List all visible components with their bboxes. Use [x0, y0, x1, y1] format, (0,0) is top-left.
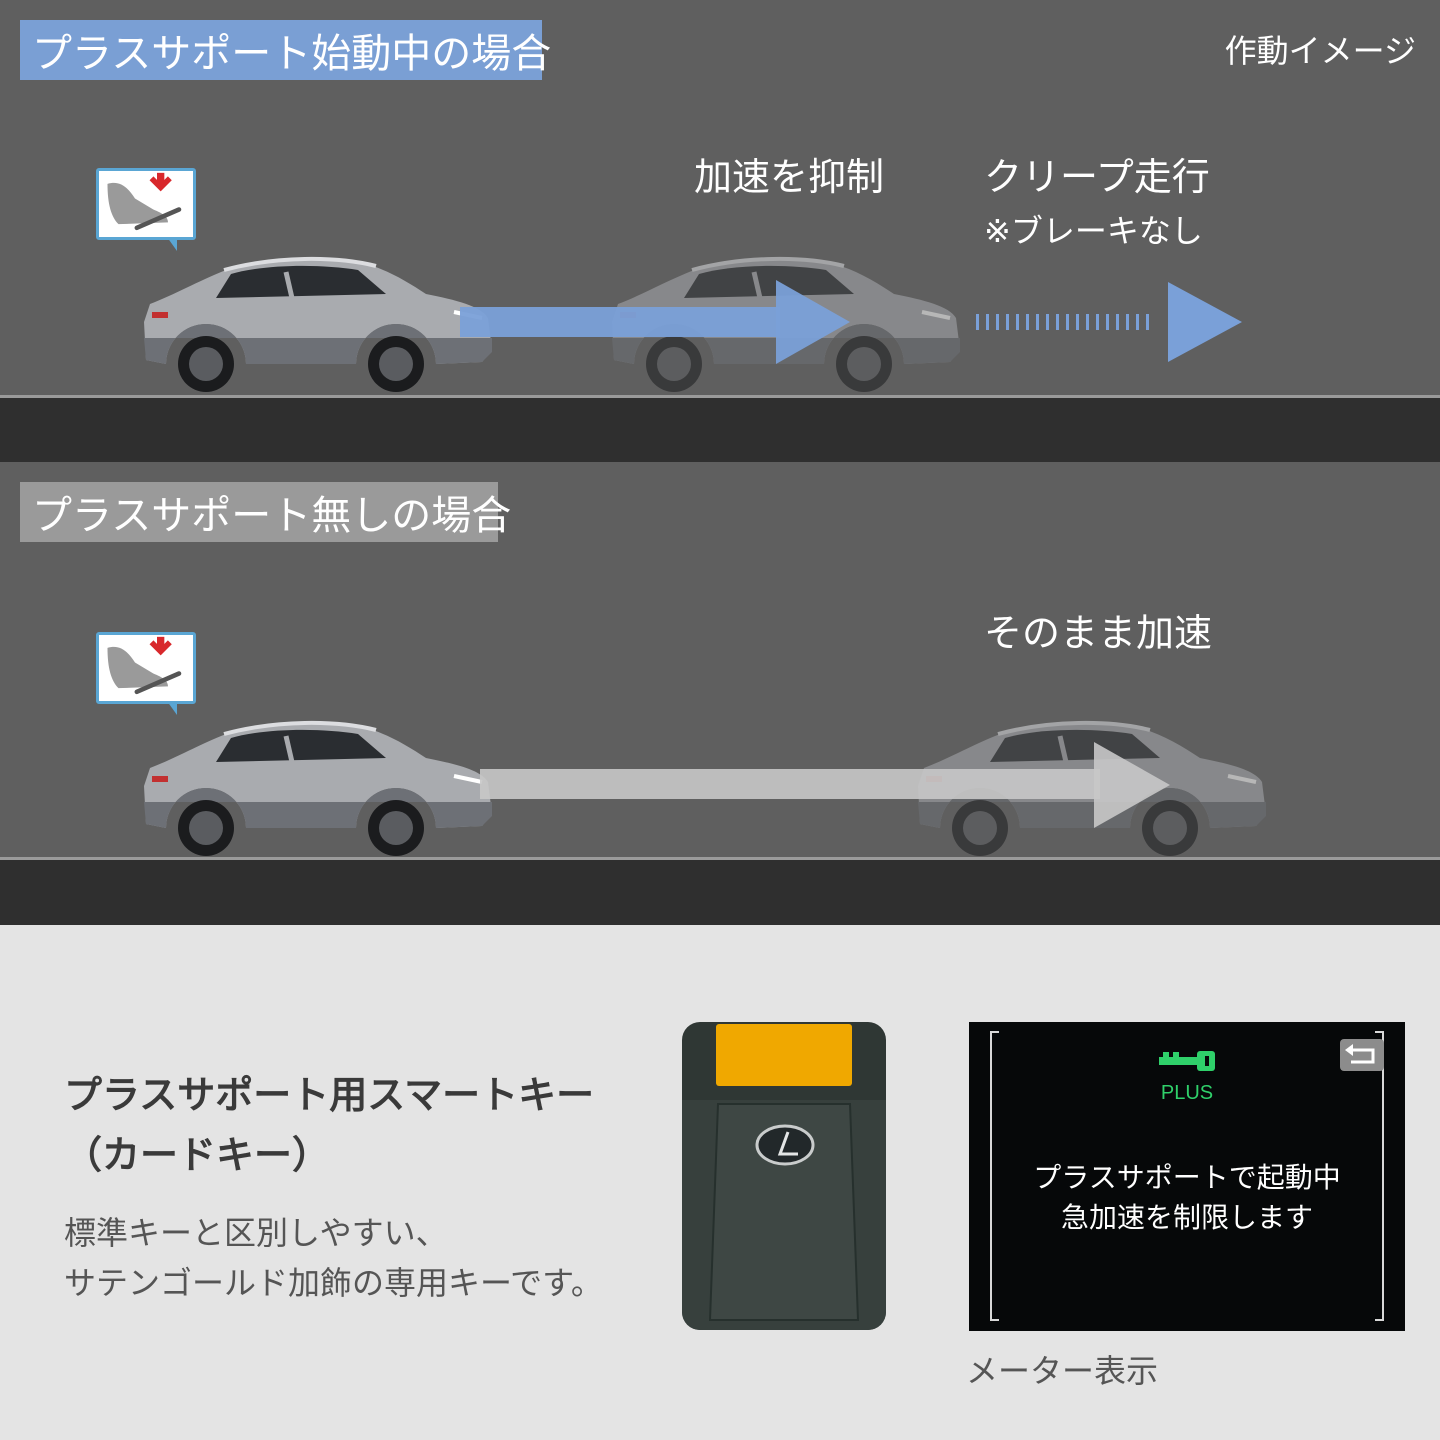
scenario-without-title: プラスサポート無しの場合	[32, 493, 512, 539]
meter-display: PLUS プラスサポートで起動中 急加速を制限します	[969, 1022, 1405, 1331]
scenario-with-title: プラスサポート始動中の場合	[32, 31, 552, 77]
scenario-with-title-tag: プラスサポート始動中の場合	[20, 20, 551, 80]
car-start-image	[136, 252, 496, 392]
creep-arrow-icon	[976, 282, 1242, 362]
meter-frame-brackets	[990, 1031, 1384, 1321]
card-key-desc-line1: 標準キーと区別しやすい、	[64, 1214, 448, 1252]
card-key-title-line1: プラスサポート用スマートキー	[64, 1073, 595, 1117]
image-note: 作動イメージ	[1224, 32, 1416, 70]
meter-caption: メーター表示	[966, 1352, 1159, 1390]
card-key-image	[682, 1022, 886, 1330]
bottom-road	[0, 857, 1440, 925]
lexus-logo-icon	[755, 1124, 815, 1166]
label-creep-note: ※ブレーキなし	[984, 212, 1203, 250]
meter-message-line1: プラスサポートで起動中	[1033, 1161, 1341, 1194]
pedal-press-icon	[96, 632, 196, 715]
label-creep: クリープ走行	[984, 155, 1210, 199]
suppress-arrow-icon	[460, 280, 850, 364]
label-accelerate: そのまま加速	[984, 611, 1213, 655]
key-icon	[1159, 1051, 1215, 1071]
card-key-title-line2: （カードキー）	[64, 1133, 331, 1177]
top-road	[0, 395, 1440, 462]
label-suppress: 加速を抑制	[694, 155, 885, 199]
meter-message-line2: 急加速を制限します	[1060, 1201, 1313, 1234]
car-start-image	[136, 716, 496, 856]
card-key-desc-line2: サテンゴールド加飾の専用キーです。	[64, 1264, 603, 1302]
pedal-press-icon	[96, 168, 196, 251]
meter-plus-label: PLUS	[1160, 1082, 1214, 1104]
return-icon	[1340, 1039, 1384, 1071]
scenario-without-title-tag: プラスサポート無しの場合	[20, 482, 511, 542]
accelerate-arrow-icon	[480, 742, 1170, 828]
